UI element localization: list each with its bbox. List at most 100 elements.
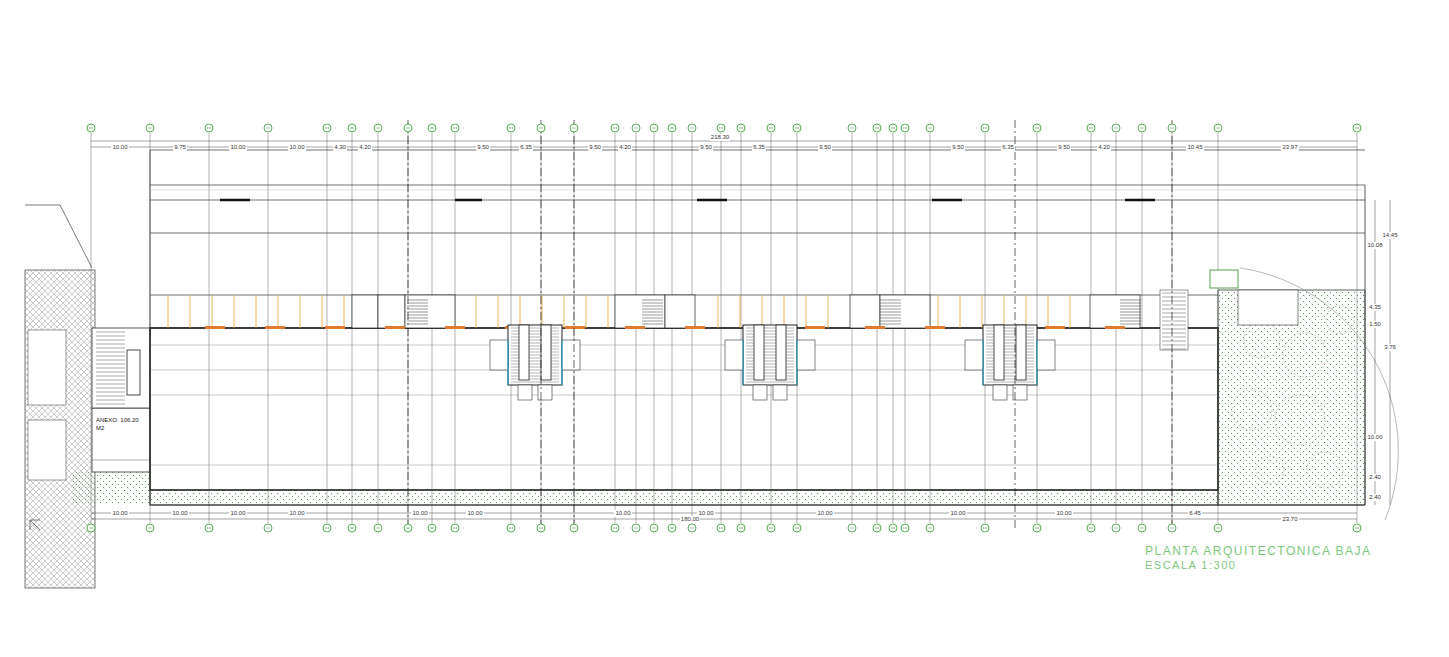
- dimension-text: 4.20: [358, 144, 372, 151]
- grid-bubble-mark: [634, 528, 638, 529]
- stair-tread: [1162, 341, 1186, 342]
- stair-tread: [880, 315, 901, 316]
- grid-bubble-mark: [850, 528, 854, 529]
- dimension-text: 9.50: [588, 144, 602, 151]
- orange-partition: [520, 295, 521, 328]
- room-label: ANEXO: 106.20 M2: [93, 414, 148, 434]
- grid-bubble-mark: [509, 128, 513, 129]
- grid-bubble: [688, 524, 696, 532]
- orange-partition: [564, 295, 565, 328]
- grid-bubble-mark: [148, 128, 152, 129]
- stair-tread: [880, 306, 901, 307]
- side-room: [797, 340, 815, 370]
- stair-tread: [407, 303, 428, 304]
- stair-tread: [511, 340, 559, 341]
- stair-tread: [746, 334, 794, 335]
- grid-bubble-mark: [539, 528, 543, 529]
- stair-tread: [511, 361, 559, 362]
- grid-bubble: [632, 524, 640, 532]
- stair-tread: [96, 404, 125, 405]
- grid-bubble-mark: [875, 528, 879, 529]
- grid-bubble: [570, 124, 578, 132]
- grid-bubble: [264, 524, 272, 532]
- grid-bubble: [1353, 124, 1361, 132]
- stair-core: [508, 325, 562, 385]
- stair-tread: [642, 312, 663, 313]
- stair-tread: [96, 384, 125, 385]
- stair-tread: [96, 336, 125, 337]
- stair-tread: [746, 376, 794, 377]
- cyan-mark: [983, 340, 1037, 385]
- orange-partition: [344, 295, 345, 328]
- stair-tread: [746, 379, 794, 380]
- grid-bubble-mark: [406, 528, 410, 529]
- grid-bubble: [981, 124, 989, 132]
- grid-bubble: [87, 124, 95, 132]
- stair-tread: [511, 379, 559, 380]
- grid-bubble-mark: [769, 528, 773, 529]
- door-mark: [925, 326, 945, 329]
- stair-tread: [986, 382, 1034, 383]
- stair-tread: [746, 349, 794, 350]
- grid-bubble: [901, 524, 909, 532]
- door-mark: [805, 326, 825, 329]
- grid-bubble: [428, 524, 436, 532]
- grid-bubble-mark: [795, 128, 799, 129]
- lift: [754, 325, 764, 380]
- stair-tread: [746, 352, 794, 353]
- stair-tread: [96, 360, 125, 361]
- grid-bubble-mark: [148, 528, 152, 529]
- stair-tread: [746, 328, 794, 329]
- stair-tread: [1120, 306, 1141, 307]
- grid-bubble-mark: [89, 528, 93, 529]
- orange-partition: [784, 295, 785, 328]
- grid-bubble: [1112, 124, 1120, 132]
- stair-tread: [880, 309, 901, 310]
- door-mark: [685, 326, 705, 329]
- grid-bubble-mark: [1140, 128, 1144, 129]
- grid-bubble: [537, 124, 545, 132]
- stair-tread: [746, 346, 794, 347]
- grid-bubble-mark: [325, 128, 329, 129]
- grid-bubble-mark: [1170, 528, 1174, 529]
- scale-note: ESCALA 1:300: [1145, 559, 1236, 571]
- door-mark: [565, 326, 585, 329]
- stair-tread: [511, 382, 559, 383]
- stair-tread: [1120, 300, 1141, 301]
- stair-tread: [1120, 309, 1141, 310]
- grid-bubble: [1138, 124, 1146, 132]
- grid-lines: [91, 133, 1357, 523]
- grid-bubble-mark: [207, 128, 211, 129]
- dimension-text: 2.40: [1368, 494, 1382, 501]
- stair-tread: [642, 324, 663, 325]
- dimension-text: 4.30: [333, 144, 347, 151]
- grid-bubbles: [87, 124, 1361, 532]
- stair-tread: [511, 367, 559, 368]
- stair-tread: [986, 349, 1034, 350]
- grid-bubble-mark: [509, 528, 513, 529]
- grid-bubble: [374, 124, 382, 132]
- stair-tread: [1120, 303, 1141, 304]
- dimension-text: 218.30: [710, 134, 730, 141]
- stair-tread: [407, 306, 428, 307]
- orange-partition: [960, 295, 961, 328]
- grid-bubble-mark: [739, 128, 743, 129]
- grid-bubble: [889, 524, 897, 532]
- stair-tread: [511, 343, 559, 344]
- dimension-text: 10.00: [411, 510, 428, 517]
- stair-tread: [1162, 297, 1186, 298]
- grid-bubble: [632, 124, 640, 132]
- grid-bubble: [889, 124, 897, 132]
- stair-tread: [986, 379, 1034, 380]
- dimension-text: 4.35: [1368, 304, 1382, 311]
- grid-bubble-mark: [903, 528, 907, 529]
- grid-bubble: [611, 124, 619, 132]
- grid-bubble: [650, 124, 658, 132]
- stair-tread: [1162, 301, 1186, 302]
- service-room: [352, 295, 378, 328]
- dimension-text: 10.00: [288, 510, 305, 517]
- stair-tread: [746, 331, 794, 332]
- grid-bubble-mark: [376, 528, 380, 529]
- grid-bubble: [717, 124, 725, 132]
